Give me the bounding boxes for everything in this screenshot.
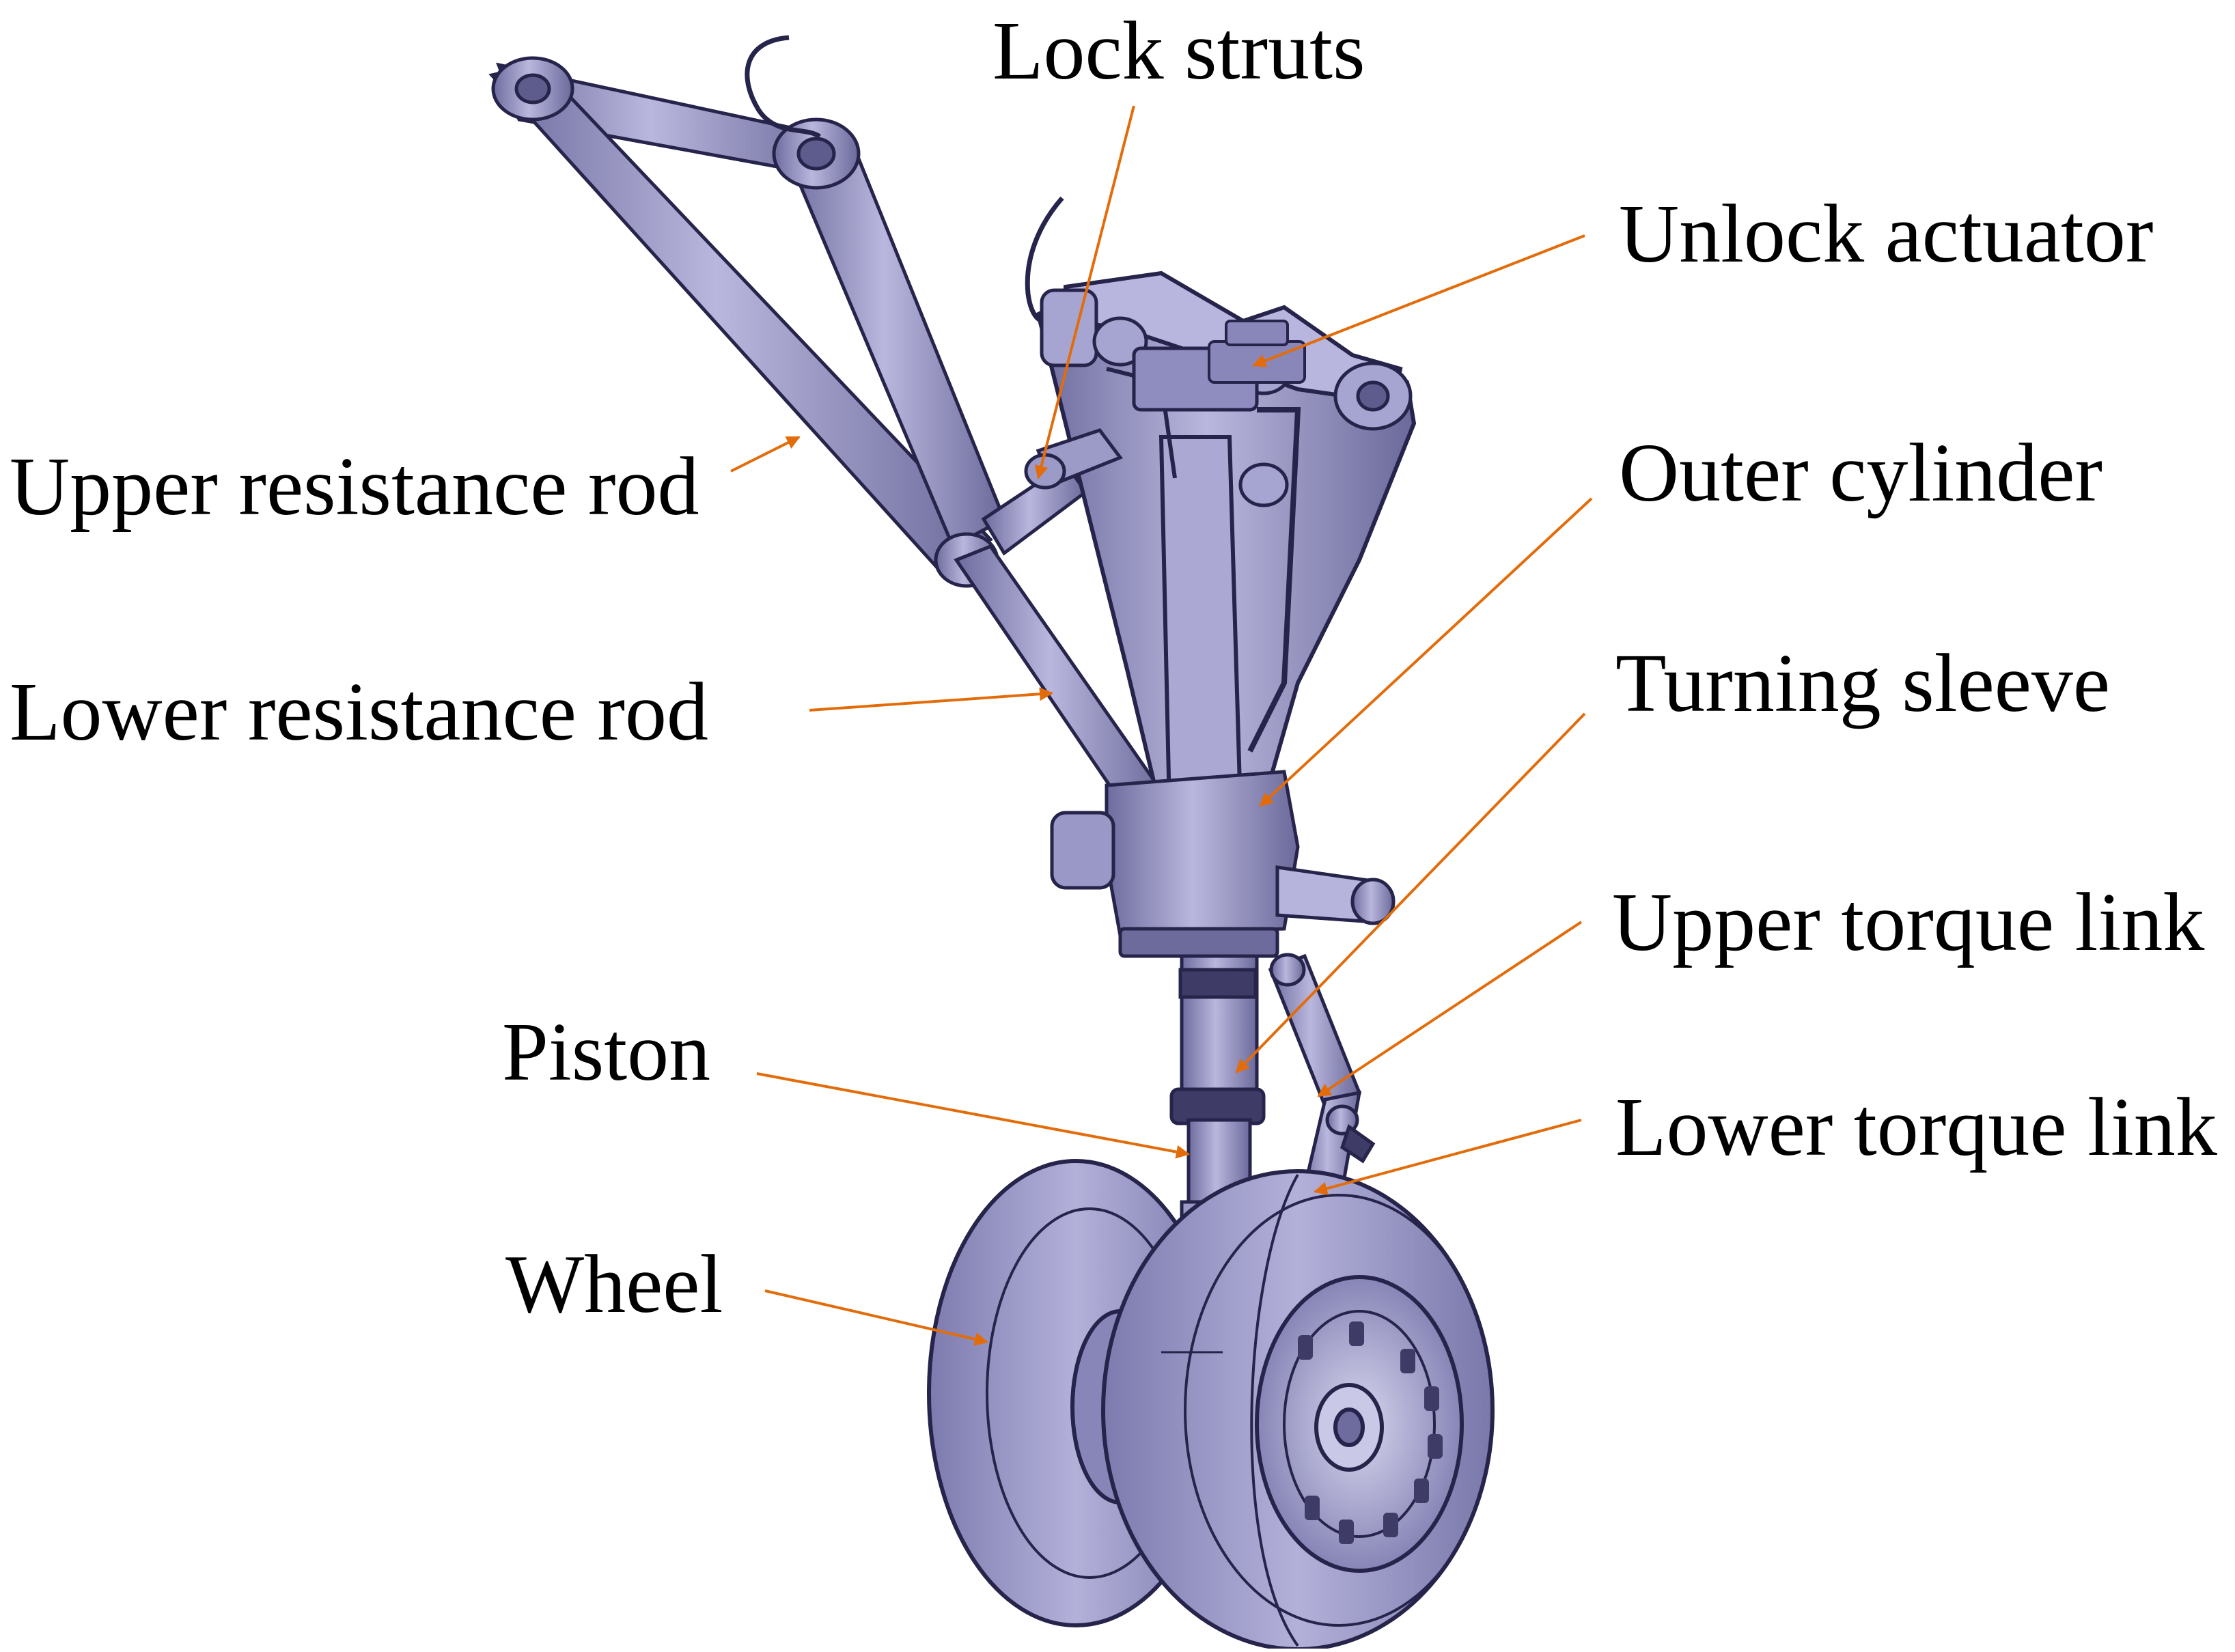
label-upper-torque-link: Upper torque link — [1612, 876, 2205, 968]
leader-lower-resistance-rod — [809, 687, 1053, 712]
top-brackets — [1040, 288, 1413, 507]
leader-piston — [756, 1072, 1190, 1159]
leader-wheel — [764, 1289, 988, 1346]
label-outer-cylinder: Outer cylinder — [1619, 427, 2102, 519]
leader-turning-sleeve — [1235, 712, 1586, 1074]
label-lock-struts: Lock struts — [992, 5, 1365, 97]
leader-upper-resistance-rod — [730, 436, 801, 473]
label-unlock-actuator: Unlock actuator — [1619, 188, 2154, 280]
label-turning-sleeve: Turning sleeve — [1615, 637, 2111, 729]
leader-outer-cylinder — [1259, 497, 1593, 807]
upper-resistance-rod-part — [488, 56, 1007, 588]
label-lower-torque-link: Lower torque link — [1615, 1081, 2217, 1173]
leader-lock-struts — [1034, 105, 1135, 479]
leader-upper-torque-link — [1317, 921, 1583, 1097]
label-piston: Piston — [502, 1006, 711, 1098]
label-lower-resistance-rod: Lower resistance rod — [10, 666, 709, 758]
leader-lower-torque-link — [1314, 1119, 1582, 1195]
hub-bolts — [1298, 1321, 1443, 1544]
turning-sleeve-part — [1050, 770, 1396, 958]
leader-lines — [730, 105, 1593, 1346]
label-upper-resistance-rod: Upper resistance rod — [10, 440, 699, 533]
label-wheel: Wheel — [505, 1238, 723, 1330]
leader-unlock-actuator — [1252, 234, 1585, 367]
